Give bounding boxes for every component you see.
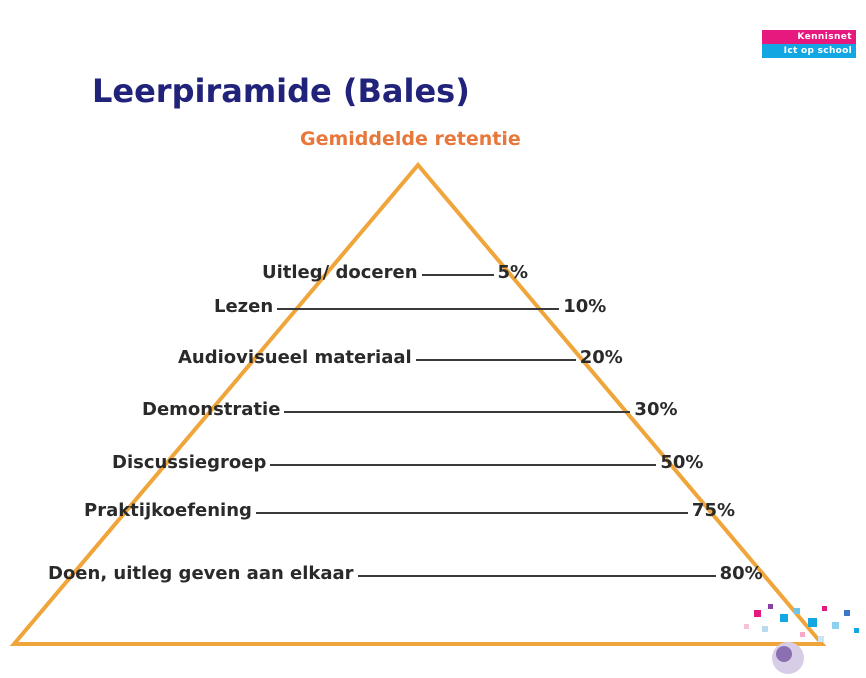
- row-line: [421, 274, 494, 276]
- row-label: Demonstratie: [142, 399, 281, 420]
- pyramid-row: Discussiegroep 50%: [112, 452, 703, 473]
- pyramid-row: Praktijkoefening 75%: [84, 500, 735, 521]
- row-line: [270, 464, 657, 466]
- pyramid-row: Lezen 10%: [214, 296, 606, 317]
- row-line: [284, 411, 631, 413]
- row-label: Audiovisueel materiaal: [178, 347, 412, 368]
- row-label: Lezen: [214, 296, 274, 317]
- row-value: 20%: [579, 347, 623, 368]
- kennisnet-logo: Kennisnet Ict op school: [762, 30, 856, 58]
- row-value: 50%: [660, 452, 704, 473]
- row-line: [357, 575, 716, 577]
- row-label: Discussiegroep: [112, 452, 267, 473]
- decorative-graphic: [744, 604, 859, 674]
- row-value: 5%: [497, 262, 529, 283]
- pyramid-row: Audiovisueel materiaal 20%: [178, 347, 623, 368]
- pyramid-subtitle: Gemiddelde retentie: [300, 128, 521, 150]
- row-label: Uitleg/ doceren: [262, 262, 418, 283]
- row-value: 75%: [691, 500, 736, 521]
- row-line: [277, 308, 560, 310]
- pyramid-row: Demonstratie 30%: [142, 399, 678, 420]
- row-label: Doen, uitleg geven aan elkaar: [48, 563, 354, 584]
- row-value: 10%: [563, 296, 607, 317]
- pyramid-row: Doen, uitleg geven aan elkaar 80%: [48, 563, 763, 584]
- logo-line-2: Ict op school: [762, 44, 856, 58]
- row-line: [415, 359, 576, 361]
- pyramid-row: Uitleg/ doceren 5%: [262, 262, 528, 283]
- row-line: [255, 512, 688, 514]
- logo-line-1: Kennisnet: [762, 30, 856, 44]
- page-title: Leerpiramide (Bales): [92, 72, 470, 110]
- row-value: 30%: [634, 399, 678, 420]
- row-label: Praktijkoefening: [84, 500, 252, 521]
- row-value: 80%: [719, 563, 763, 584]
